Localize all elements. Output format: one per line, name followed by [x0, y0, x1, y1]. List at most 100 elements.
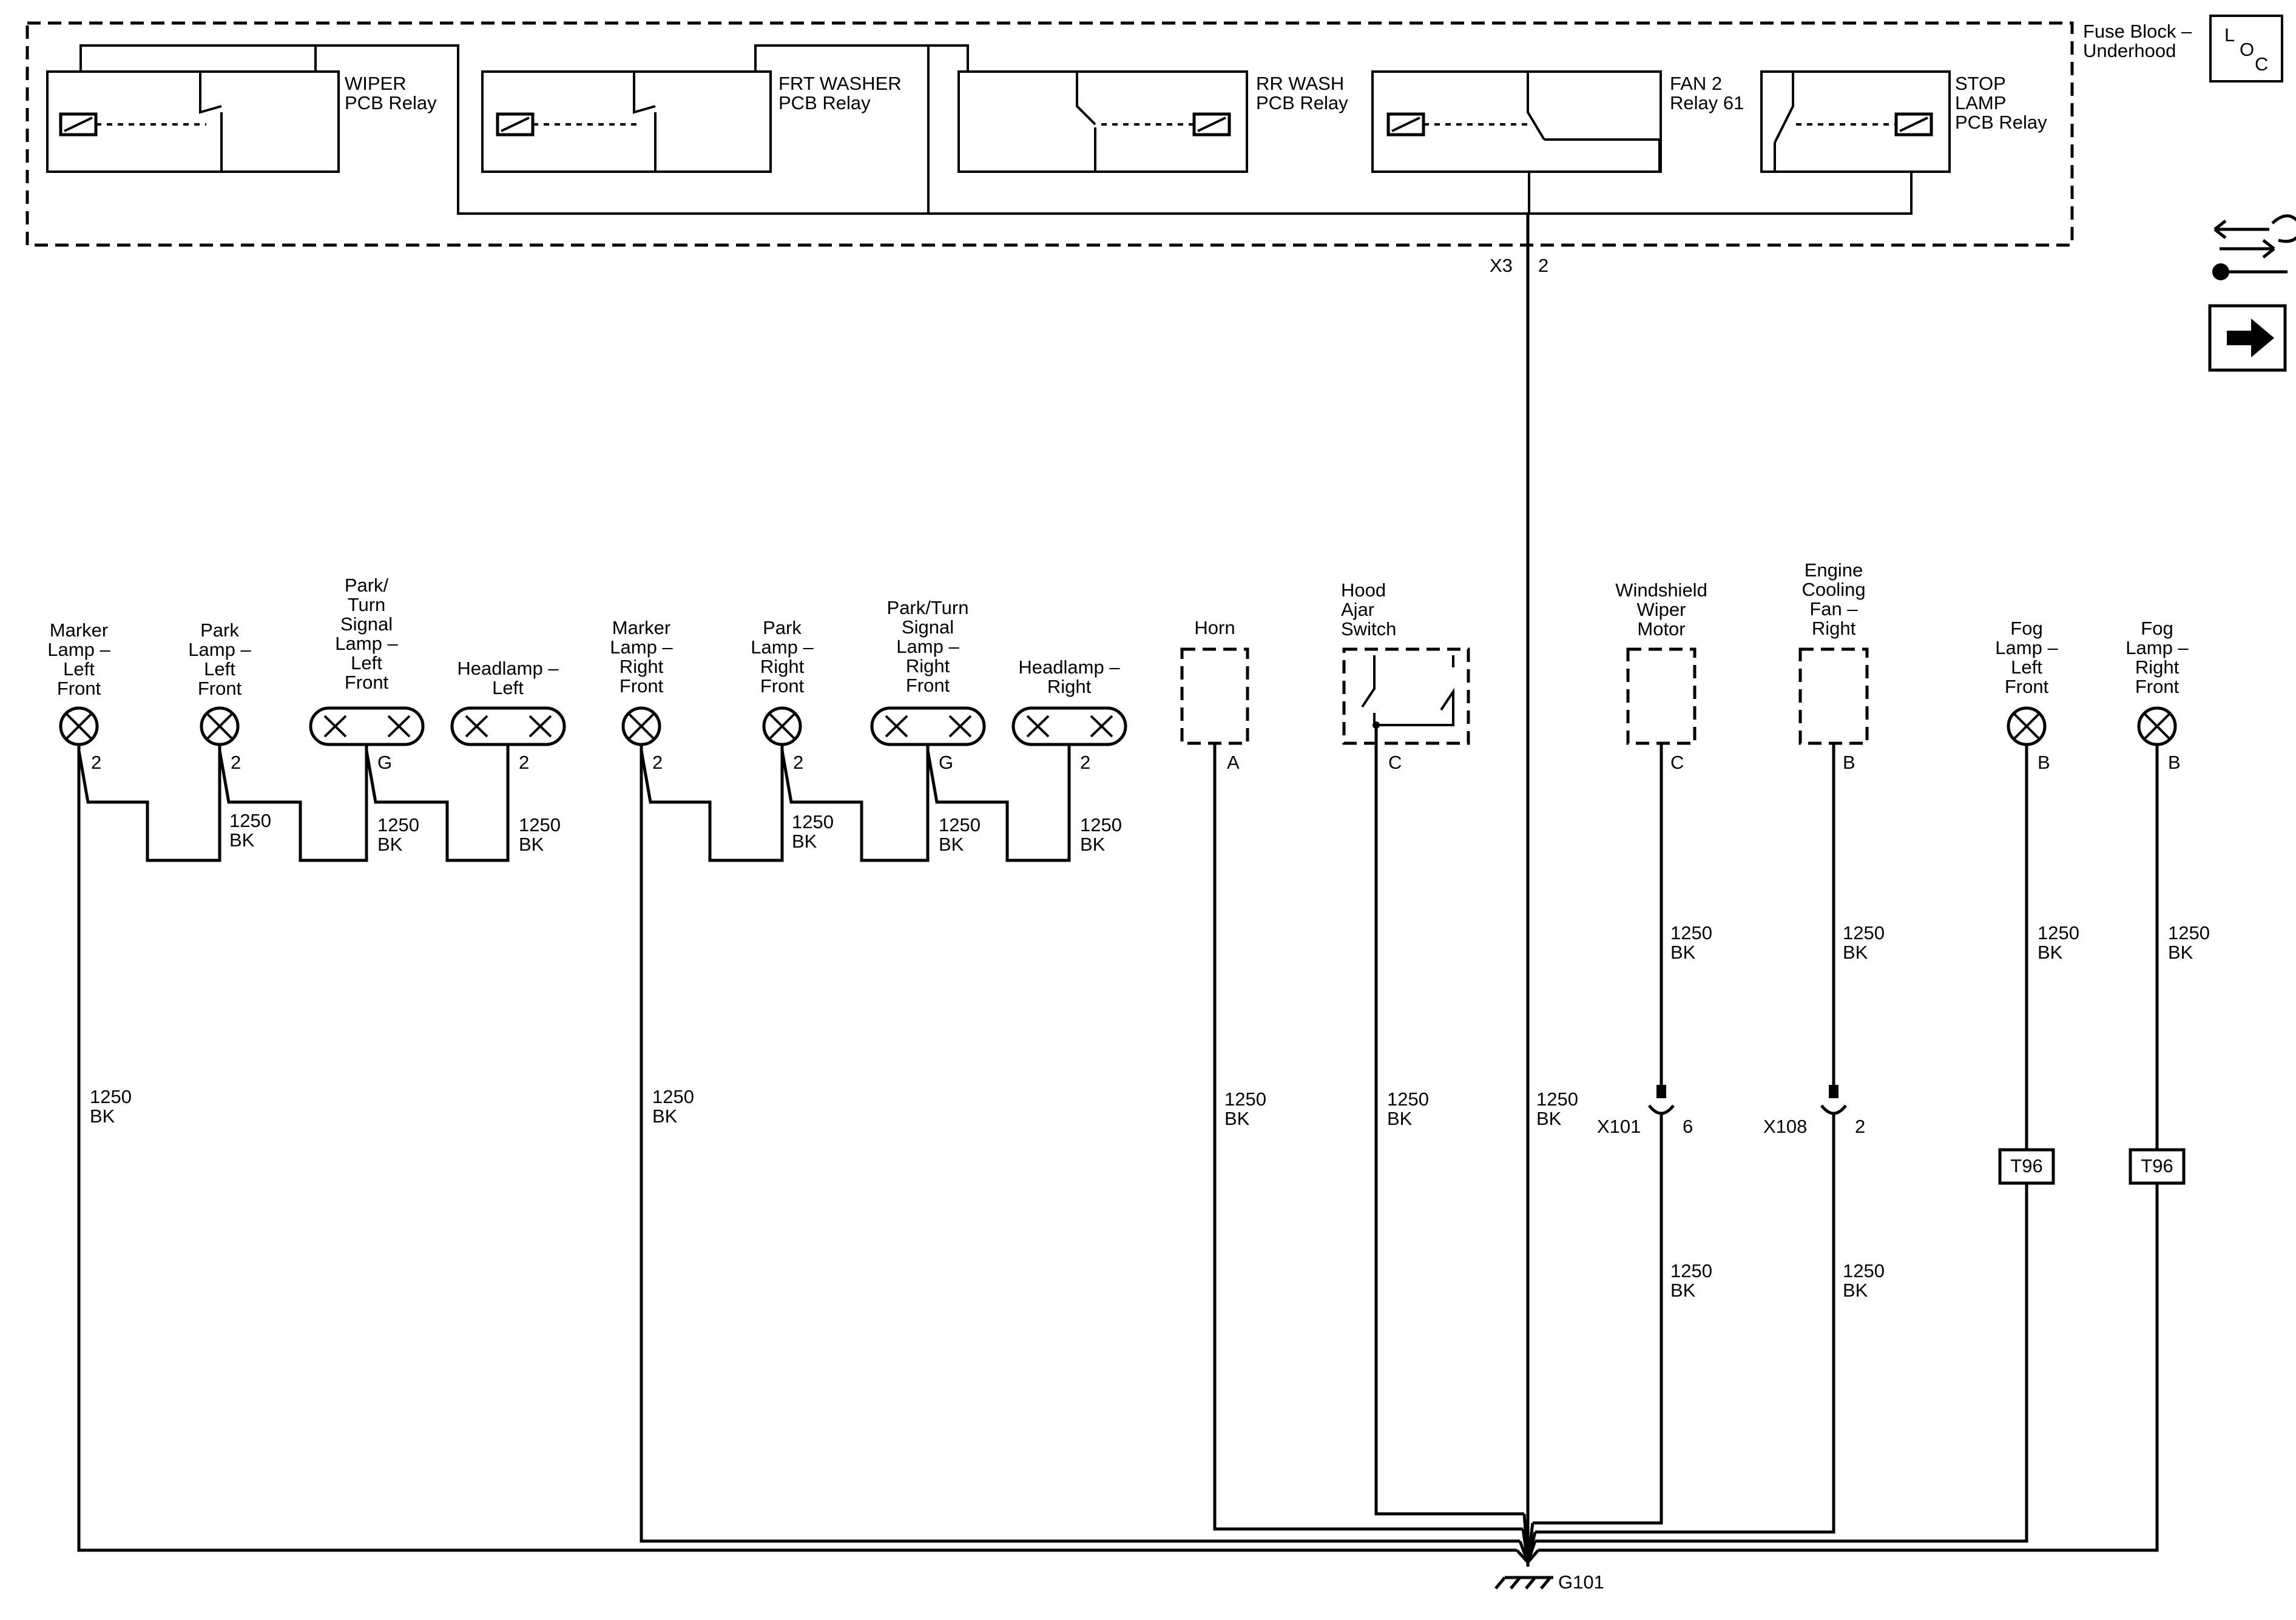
wire-label-color-wiper-upper: BK — [1670, 942, 1696, 963]
park-turn-signal-lamp-right-front: Park/Turn Signal Lamp – Right Front G — [870, 597, 986, 773]
cooling-fan-label-line1: Engine — [1805, 559, 1863, 581]
marker-lamp-left-front-label-line1: Marker — [50, 619, 108, 641]
relay-stop-lamp-label-line3: PCB Relay — [1955, 112, 2047, 133]
park-lamp-right-front-label-line2: Lamp – — [751, 636, 814, 658]
wire-label-gauge-head-left: 1250 — [519, 814, 561, 835]
loc-letter-o: O — [2240, 39, 2254, 60]
relay-rr-wash-label-line1: RR WASH — [1256, 73, 1344, 94]
fog-lamp-left-label-line4: Front — [2005, 676, 2049, 697]
wire-label-gauge-fuse-block: 1250 — [1536, 1088, 1578, 1110]
park-lamp-left-front-label-line1: Park — [200, 619, 239, 641]
fuse-block-title-line1: Fuse Block – — [2083, 21, 2192, 42]
wire-label-gauge-turn-left: 1250 — [377, 814, 419, 835]
park-lamp-right-front: Park Lamp – Right Front 2 — [751, 617, 814, 773]
park-turn-left-pin: G — [377, 752, 392, 773]
wire-label-color-fan-upper: BK — [1843, 942, 1868, 963]
splice-t96-left — [1998, 1148, 2055, 1185]
relay-stop-lamp-label-line2: LAMP — [1955, 92, 2006, 113]
wire-label-color-fuse-block: BK — [1536, 1108, 1562, 1129]
connector-x101-pin: 6 — [1683, 1116, 1693, 1137]
park-turn-left-label-line6: Front — [345, 672, 389, 693]
marker-lamp-right-front-label-line3: Right — [620, 656, 664, 677]
park-lamp-left-front-label-line2: Lamp – — [188, 639, 251, 660]
park-turn-right-label-line2: Signal — [902, 616, 954, 638]
wiper-motor-label-line3: Motor — [1637, 618, 1685, 640]
relay-fan-2-label-line2: Relay 61 — [1670, 92, 1744, 113]
relay-wiper-label-line2: PCB Relay — [345, 92, 437, 113]
wire-label-color-head-left: BK — [519, 834, 544, 855]
next-page-arrow-icon[interactable] — [2208, 304, 2287, 372]
headlamp-left-label-line1: Headlamp – — [457, 658, 559, 679]
park-turn-left-label-line2: Turn — [348, 594, 386, 615]
fog-lamp-left-label-line1: Fog — [2010, 618, 2042, 639]
wire-label-gauge-marker-left: 1250 — [90, 1086, 132, 1107]
relay-wiper-label-line1: WIPER — [345, 73, 407, 94]
marker-lamp-right-front-label-line1: Marker — [612, 617, 670, 638]
marker-lamp-left-front-label-line4: Front — [57, 678, 101, 699]
connector-x3-pin: 2 — [1538, 255, 1548, 276]
wiper-motor-label-line2: Wiper — [1637, 599, 1686, 620]
marker-lamp-left-front-pin: 2 — [91, 752, 101, 773]
connector-x101-id: X101 — [1597, 1116, 1641, 1137]
horn: Horn A 1250 BK — [1180, 617, 1523, 1531]
fog-lamp-right-label-line4: Front — [2135, 676, 2180, 697]
park-lamp-left-front-pin: 2 — [231, 752, 241, 773]
park-turn-signal-lamp-left-front: Park/ Turn Signal Lamp – Left Front G — [309, 575, 425, 773]
service-info-icon[interactable] — [2212, 214, 2296, 280]
fog-lamp-right-label-line3: Right — [2135, 656, 2180, 678]
wire-label-gauge-park-right: 1250 — [792, 811, 834, 832]
wiring-left-lamps — [77, 744, 1517, 1552]
park-lamp-right-front-label-line1: Park — [763, 617, 802, 638]
park-turn-right-label-line4: Right — [906, 655, 950, 677]
marker-lamp-right-front-pin: 2 — [652, 752, 663, 773]
park-turn-right-label-line3: Lamp – — [896, 636, 959, 657]
splice-t96-right — [2129, 1148, 2186, 1185]
marker-lamp-left-front-label-line2: Lamp – — [47, 639, 110, 660]
wire-label-gauge-horn: 1250 — [1224, 1088, 1266, 1110]
fuse-block-outline — [25, 21, 2074, 247]
park-turn-left-label-line5: Left — [351, 652, 382, 673]
loc-icon[interactable]: L O C — [2209, 15, 2283, 83]
wire-label-color-park-left: BK — [229, 829, 255, 851]
engine-cooling-fan-right: Engine Cooling Fan – Right B 1250 BK X10… — [1535, 559, 1885, 1534]
fuse-block-title-line2: Underhood — [2083, 40, 2176, 61]
relay-frt-washer: FRT WASHER PCB Relay — [481, 70, 902, 173]
relay-stop-lamp: STOP LAMP PCB Relay — [1760, 70, 2047, 173]
headlamp-right-label-line1: Headlamp – — [1018, 656, 1120, 678]
cooling-fan-label-line4: Right — [1812, 618, 1856, 639]
wire-label-gauge-fan-upper: 1250 — [1843, 922, 1885, 943]
wire-label-gauge-head-right: 1250 — [1080, 814, 1122, 835]
headlamp-left-label-line2: Left — [492, 677, 524, 698]
relay-fan-2-label-line1: FAN 2 — [1670, 73, 1722, 94]
windshield-wiper-motor: Windshield Wiper Motor C 1250 BK X101 6 … — [1533, 579, 1712, 1525]
wire-label-color-horn: BK — [1224, 1108, 1250, 1129]
cooling-fan-label-line3: Fan – — [1809, 598, 1858, 619]
park-turn-left-label-line3: Signal — [340, 613, 393, 635]
horn-pin: A — [1227, 752, 1240, 773]
park-turn-right-label-line5: Front — [906, 675, 950, 696]
park-lamp-right-front-label-line4: Front — [760, 675, 805, 697]
fog-lamp-right-front: Fog Lamp – Right Front B 1250 BK T96 — [1538, 618, 2210, 1552]
ground-g101: G101 — [1494, 1513, 1604, 1593]
marker-lamp-right-front: Marker Lamp – Right Front 2 — [610, 617, 673, 773]
park-lamp-left-front-label-line4: Front — [198, 678, 242, 699]
wire-label-gauge-wiper-lower: 1250 — [1670, 1260, 1712, 1281]
loc-letter-l: L — [2224, 24, 2235, 46]
wire-label-color-wiper-lower: BK — [1670, 1280, 1696, 1301]
hood-ajar-switch-label-line2: Ajar — [1341, 599, 1374, 620]
park-turn-left-label-line4: Lamp – — [335, 633, 398, 654]
connector-x3-id: X3 — [1490, 255, 1513, 276]
fog-lamp-right-pin: B — [2168, 752, 2181, 773]
wire-label-gauge-turn-right: 1250 — [939, 814, 981, 835]
wire-label-gauge-fog-left: 1250 — [2038, 922, 2079, 943]
wire-label-color-turn-right: BK — [939, 834, 964, 855]
park-lamp-left-front-label-line3: Left — [204, 658, 235, 680]
wire-label-gauge-marker-right: 1250 — [652, 1086, 694, 1107]
relay-rr-wash-label-line2: PCB Relay — [1256, 92, 1348, 113]
fog-lamp-right-label-line1: Fog — [2141, 618, 2173, 639]
horn-label: Horn — [1194, 617, 1235, 638]
wire-label-color-fog-right: BK — [2168, 942, 2193, 963]
connector-x108-pin: 2 — [1855, 1116, 1865, 1137]
fog-lamp-left-label-line2: Lamp – — [1995, 637, 2058, 658]
wire-label-color-park-right: BK — [792, 831, 817, 852]
